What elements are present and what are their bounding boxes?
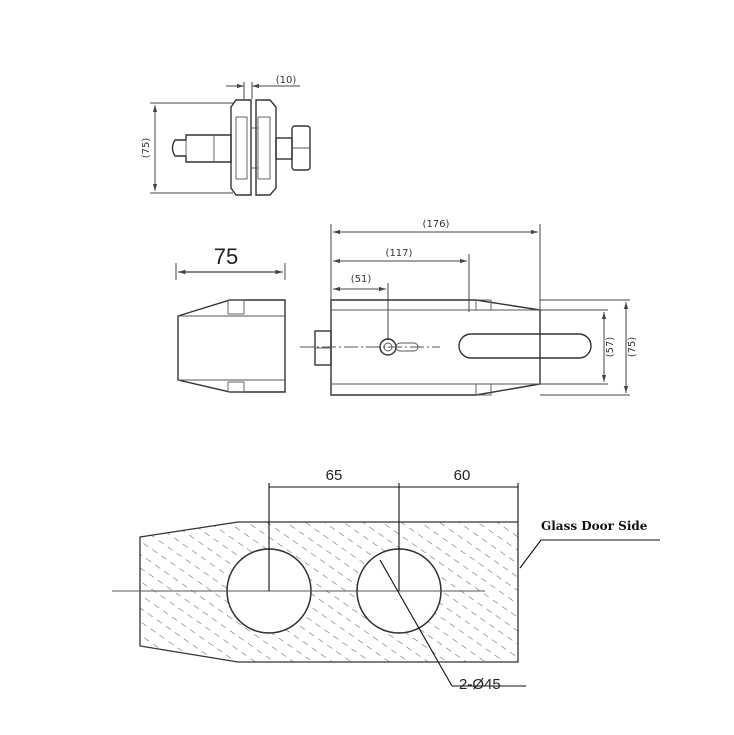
glass-cutout-view: 65 60 Glass Door Side 2-Ø45 xyxy=(112,467,660,693)
front-height-dim: (75) xyxy=(627,337,638,358)
top-view-width-dim: (10) xyxy=(276,75,297,86)
glass-door-side-label: Glass Door Side xyxy=(541,519,648,533)
front-inner-height-dim: (57) xyxy=(605,337,616,358)
front-overall-dim: (176) xyxy=(423,219,450,230)
cutout-dim-left: 65 xyxy=(326,467,343,484)
side-view: 75 xyxy=(175,244,286,393)
hole-diameter-label: 2-Ø45 xyxy=(459,676,501,693)
front-slot-dim: (117) xyxy=(386,248,413,259)
front-view: (176) (117) (51) (57) (75) xyxy=(300,219,638,396)
front-lock-dim: (51) xyxy=(351,274,372,285)
top-view: (75) (10) xyxy=(141,75,311,196)
top-view-height-dim: (75) xyxy=(141,138,152,159)
glass-panel xyxy=(139,521,519,663)
cutout-dim-right: 60 xyxy=(454,467,471,484)
side-view-width-dim: 75 xyxy=(214,244,238,269)
